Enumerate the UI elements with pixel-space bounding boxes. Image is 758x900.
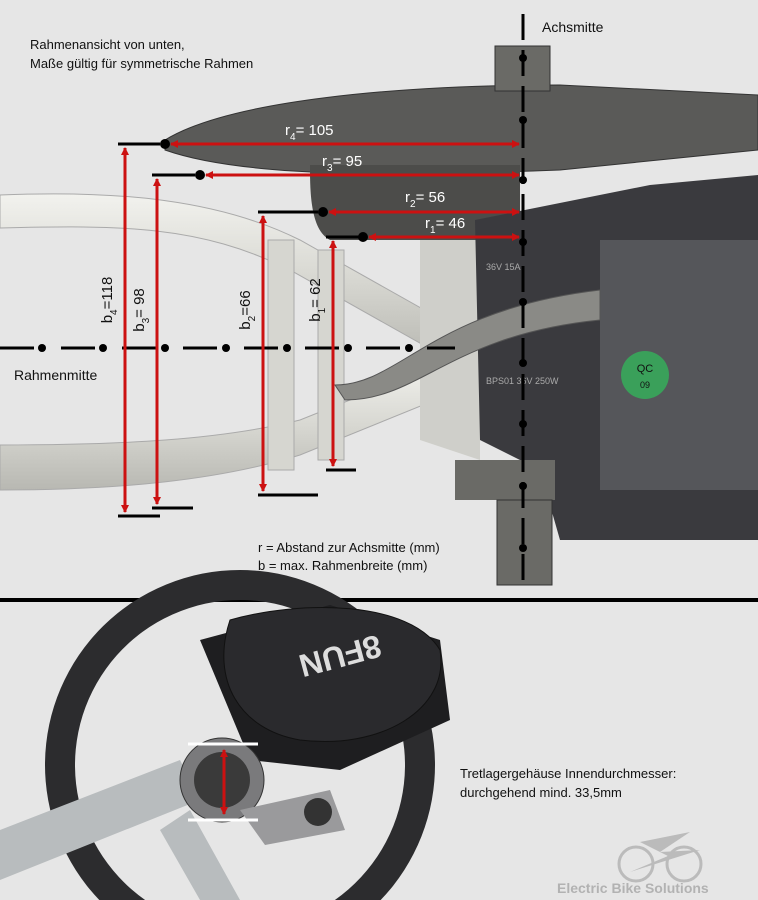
axis-dots xyxy=(519,54,527,552)
chainring-photo xyxy=(164,45,758,240)
frame-dot xyxy=(38,344,46,352)
frame-center-label: Rahmenmitte xyxy=(14,367,97,383)
legend-b: b = max. Rahmenbreite (mm) xyxy=(258,558,427,573)
frame-dot xyxy=(344,344,352,352)
bb-note-line1: Tretlagergehäuse Innendurchmesser: xyxy=(460,766,676,781)
radius-point-2 xyxy=(318,207,328,217)
axis-dot xyxy=(519,54,527,62)
axis-dot xyxy=(519,298,527,306)
frame-dot xyxy=(222,344,230,352)
dimension-arrows: r4= 105 r3= 95 r2= 56 r1= 46 b4=118 b3= 98 b2=… xyxy=(99,122,520,518)
radius-label-2: r2= 56 xyxy=(405,189,445,210)
axis-dot xyxy=(519,238,527,246)
width-label-4: b4=118 xyxy=(99,277,120,324)
axis-dot xyxy=(519,544,527,552)
frame-dot xyxy=(161,344,169,352)
axis-dot xyxy=(519,482,527,490)
axis-dot xyxy=(519,359,527,367)
frame-dot xyxy=(405,344,413,352)
width-label-3: b3= 98 xyxy=(131,288,152,332)
radius-label-3: r3= 95 xyxy=(322,153,362,174)
frame-dot xyxy=(283,344,291,352)
axis-dot xyxy=(519,420,527,428)
bb-note-line2: durchgehend mind. 33,5mm xyxy=(460,785,622,800)
radius-point-1 xyxy=(358,232,368,242)
chainring-ring xyxy=(45,569,436,900)
frame-dots xyxy=(38,344,413,352)
axis-dot xyxy=(519,116,527,124)
view-note-line1: Rahmenansicht von unten, xyxy=(30,37,185,52)
motor-label-rating: 36V 15A xyxy=(486,262,521,272)
bottom-bracket-photo: 8FUN xyxy=(0,569,450,900)
width-label-1: b1= 62 xyxy=(307,278,328,322)
view-note-line2: Maße gültig für symmetrische Rahmen xyxy=(30,56,253,71)
qc-number: 09 xyxy=(640,380,650,390)
qc-badge: QC xyxy=(637,363,654,375)
radius-point-4 xyxy=(160,139,170,149)
radius-label-4: r4= 105 xyxy=(285,122,334,143)
watermark-logo: Electric Bike Solutions xyxy=(557,832,709,896)
watermark-text: Electric Bike Solutions xyxy=(557,880,709,896)
axis-label: Achsmitte xyxy=(542,19,604,35)
radius-label-1: r1= 46 xyxy=(425,215,465,236)
frame-dot xyxy=(99,344,107,352)
radius-point-3 xyxy=(195,170,205,180)
axis-dot xyxy=(519,176,527,184)
width-label-2: b2=66 xyxy=(237,290,258,329)
legend-r: r = Abstand zur Achsmitte (mm) xyxy=(258,540,440,555)
